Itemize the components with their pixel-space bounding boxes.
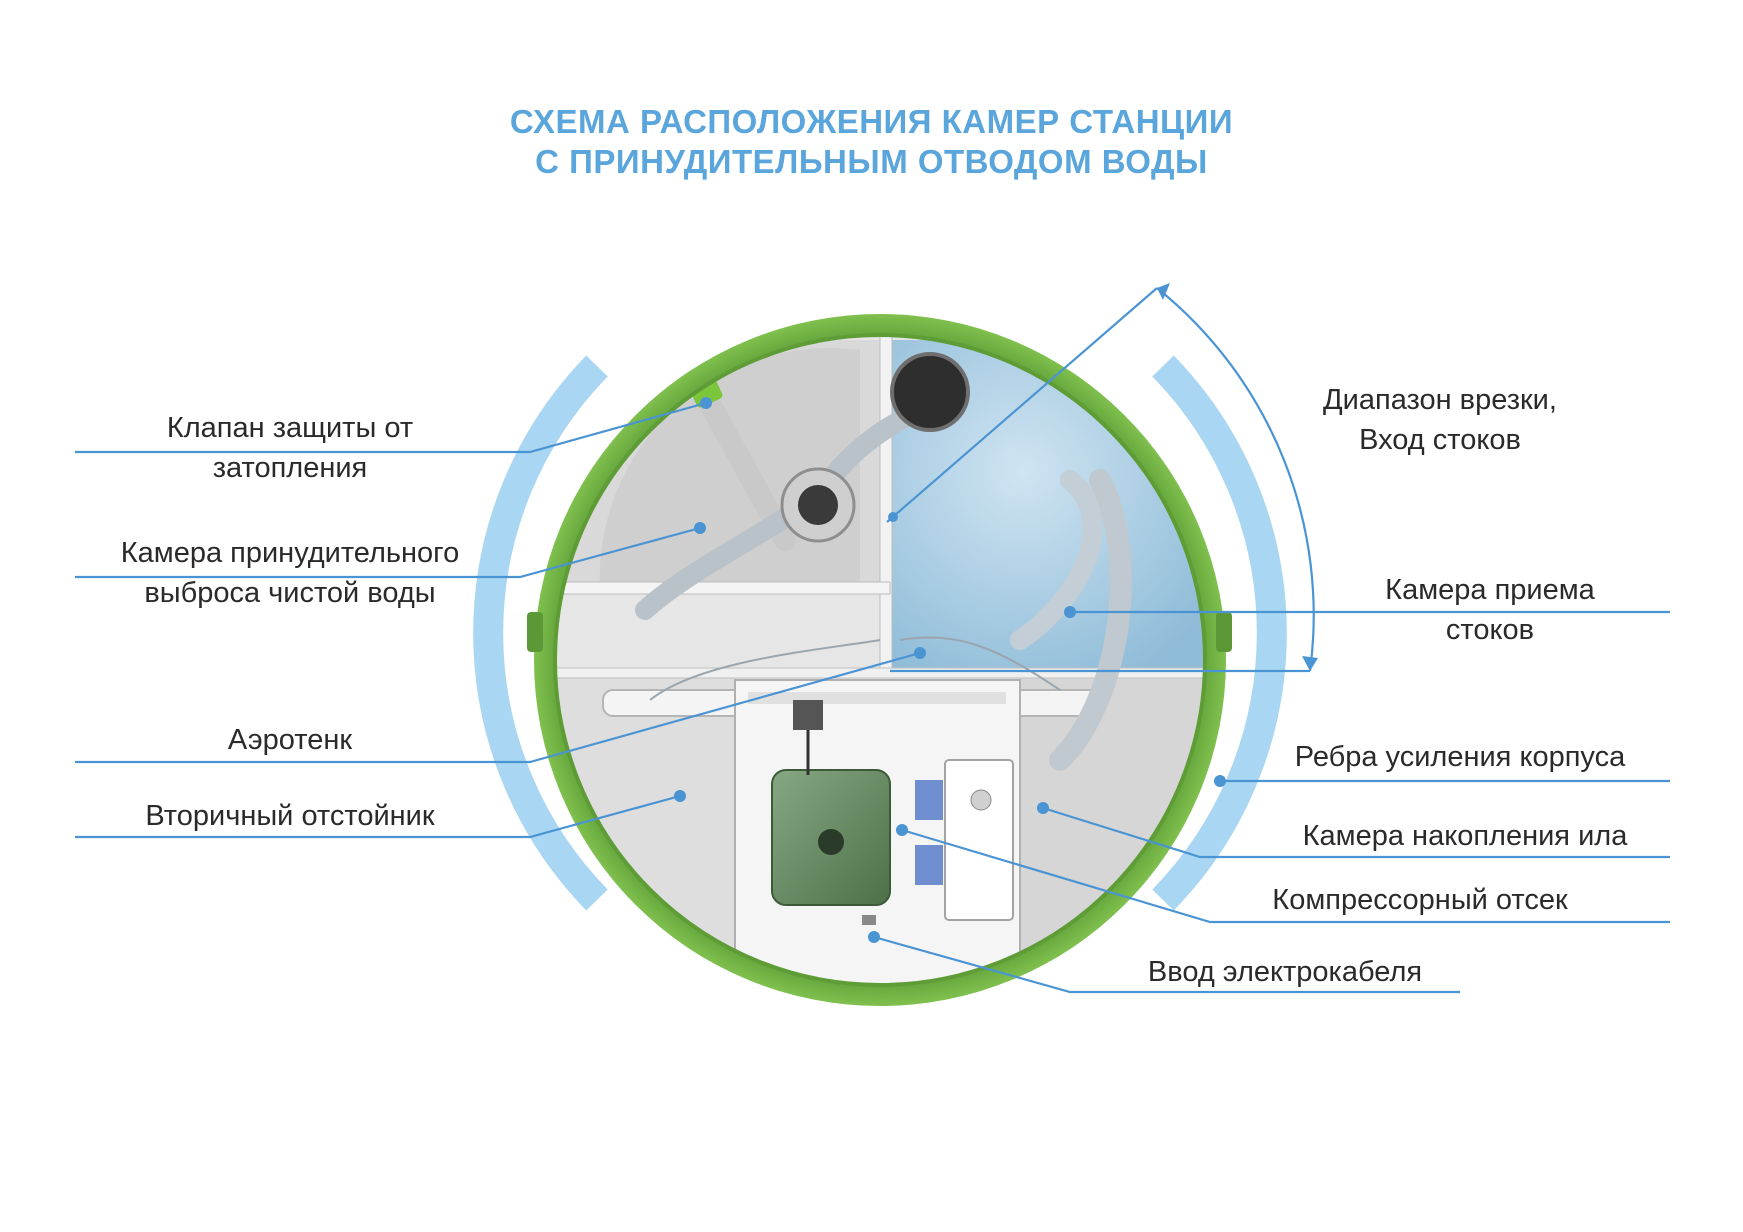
chamber-divider-horizontal (555, 581, 891, 595)
dot-aerotank (914, 647, 926, 659)
leader-sludge-chamber (1042, 806, 1670, 859)
label-compressor: Компрессорный отсек (1230, 880, 1610, 920)
left-rib-band (473, 355, 608, 911)
left-shell-lug (527, 612, 543, 652)
leader-aerotank (75, 651, 921, 764)
label-insertion-range-line2: Вход стоков (1359, 424, 1521, 456)
label-aerotank-text: Аэротенк (227, 724, 353, 756)
range-arc (1156, 287, 1315, 672)
cable-entry (862, 915, 876, 925)
label-forced-chamber: Камера принудительного выброса чистой во… (80, 533, 500, 613)
dot-compressor (896, 824, 908, 836)
label-flood-valve-line2: затопления (212, 452, 368, 484)
leader-forced-chamber (75, 526, 701, 579)
diagram-title-line-1: СХЕМА РАСПОЛОЖЕНИЯ КАМЕР СТАНЦИИ (509, 103, 1234, 140)
range-line-upper (886, 287, 1158, 523)
label-receiving-chamber-line2: стоков (1445, 614, 1535, 646)
control-box (944, 759, 1014, 921)
label-cable-entry-text: Ввод электрокабеля (1147, 956, 1423, 988)
range-arrowheads (1157, 283, 1318, 671)
label-insertion-range-line1: Диапазон врезки, (1323, 384, 1557, 416)
dot-secondary (674, 790, 686, 802)
label-forced-chamber-line2: выброса чистой воды (144, 577, 436, 609)
chamber-divider-vertical (879, 335, 893, 671)
label-cable-entry: Ввод электрокабеля (1110, 952, 1460, 992)
label-flood-valve: Клапан защиты от затопления (140, 408, 440, 488)
label-secondary-settler: Вторичный отстойник (100, 796, 480, 836)
dot-ribs (1214, 775, 1226, 787)
label-forced-chamber-line1: Камера принудительного (120, 537, 460, 569)
leader-cable (873, 935, 1460, 994)
dot-cable (868, 931, 880, 943)
reinforcement-rib-bands (473, 355, 1287, 911)
dot-sludge (1037, 802, 1049, 814)
station-interior (555, 335, 1205, 985)
label-receiving-chamber: Камера приема стоков (1340, 570, 1640, 650)
label-ribs-text: Ребра усиления корпуса (1294, 741, 1626, 773)
dot-forced-chamber (694, 522, 706, 534)
inlet-pipe-opening (890, 352, 970, 432)
leader-flood-valve (75, 401, 707, 454)
dot-range (888, 512, 898, 522)
label-sludge-chamber: Камера накопления ила (1260, 816, 1670, 856)
diagram-title-line-2: С ПРИНУДИТЕЛЬНЫМ ОТВОДОМ ВОДЫ (535, 143, 1208, 180)
anchor-dots (674, 397, 1226, 943)
right-shell-lug (1216, 612, 1232, 652)
leader-lines (75, 287, 1670, 994)
dot-receiving (1064, 606, 1076, 618)
label-receiving-chamber-line1: Камера приема (1385, 574, 1595, 606)
label-secondary-settler-text: Вторичный отстойник (145, 800, 435, 832)
label-aerotank: Аэротенк (140, 720, 440, 760)
right-rib-band (1152, 355, 1287, 911)
label-compressor-text: Компрессорный отсек (1272, 884, 1568, 916)
label-insertion-range: Диапазон врезки, Вход стоков (1280, 380, 1600, 460)
label-flood-valve-line1: Клапан защиты от (166, 412, 414, 444)
label-sludge-chamber-text: Камера накопления ила (1302, 820, 1628, 852)
dot-flood-valve (700, 397, 712, 409)
label-ribs: Ребра усиления корпуса (1250, 737, 1670, 777)
leader-secondary-settler (75, 794, 681, 839)
leader-compressor (901, 828, 1670, 924)
